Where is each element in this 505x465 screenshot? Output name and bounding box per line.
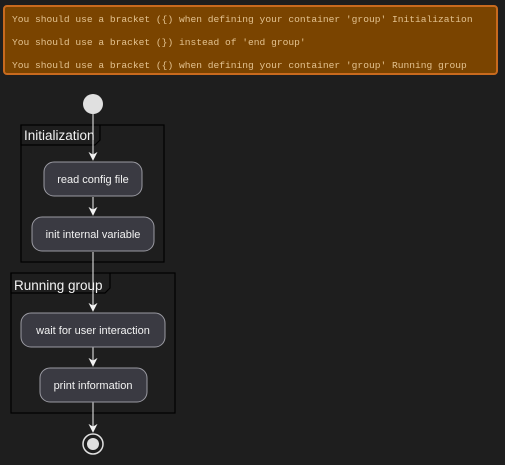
start-node — [83, 94, 103, 114]
warning-line-2: You should use a bracket (}) instead of … — [12, 37, 306, 48]
activity-label: init internal variable — [46, 229, 141, 241]
warning-line-1: You should use a bracket ({) when defini… — [12, 14, 473, 25]
warning-line-3: You should use a bracket ({) when defini… — [12, 60, 467, 71]
activity-label: read config file — [57, 174, 129, 186]
activity-wait-user: wait for user interaction — [20, 312, 166, 348]
activity-label: wait for user interaction — [35, 325, 150, 337]
activity-init-variable: init internal variable — [31, 216, 155, 252]
group-title-initialization: Initialization — [24, 128, 95, 143]
end-node — [82, 433, 104, 455]
activity-print-info: print information — [39, 367, 148, 403]
group-title-running: Running group — [14, 278, 103, 293]
activity-read-config: read config file — [43, 161, 143, 197]
warning-box: You should use a bracket ({) when defini… — [3, 5, 498, 75]
activity-label: print information — [54, 380, 133, 392]
